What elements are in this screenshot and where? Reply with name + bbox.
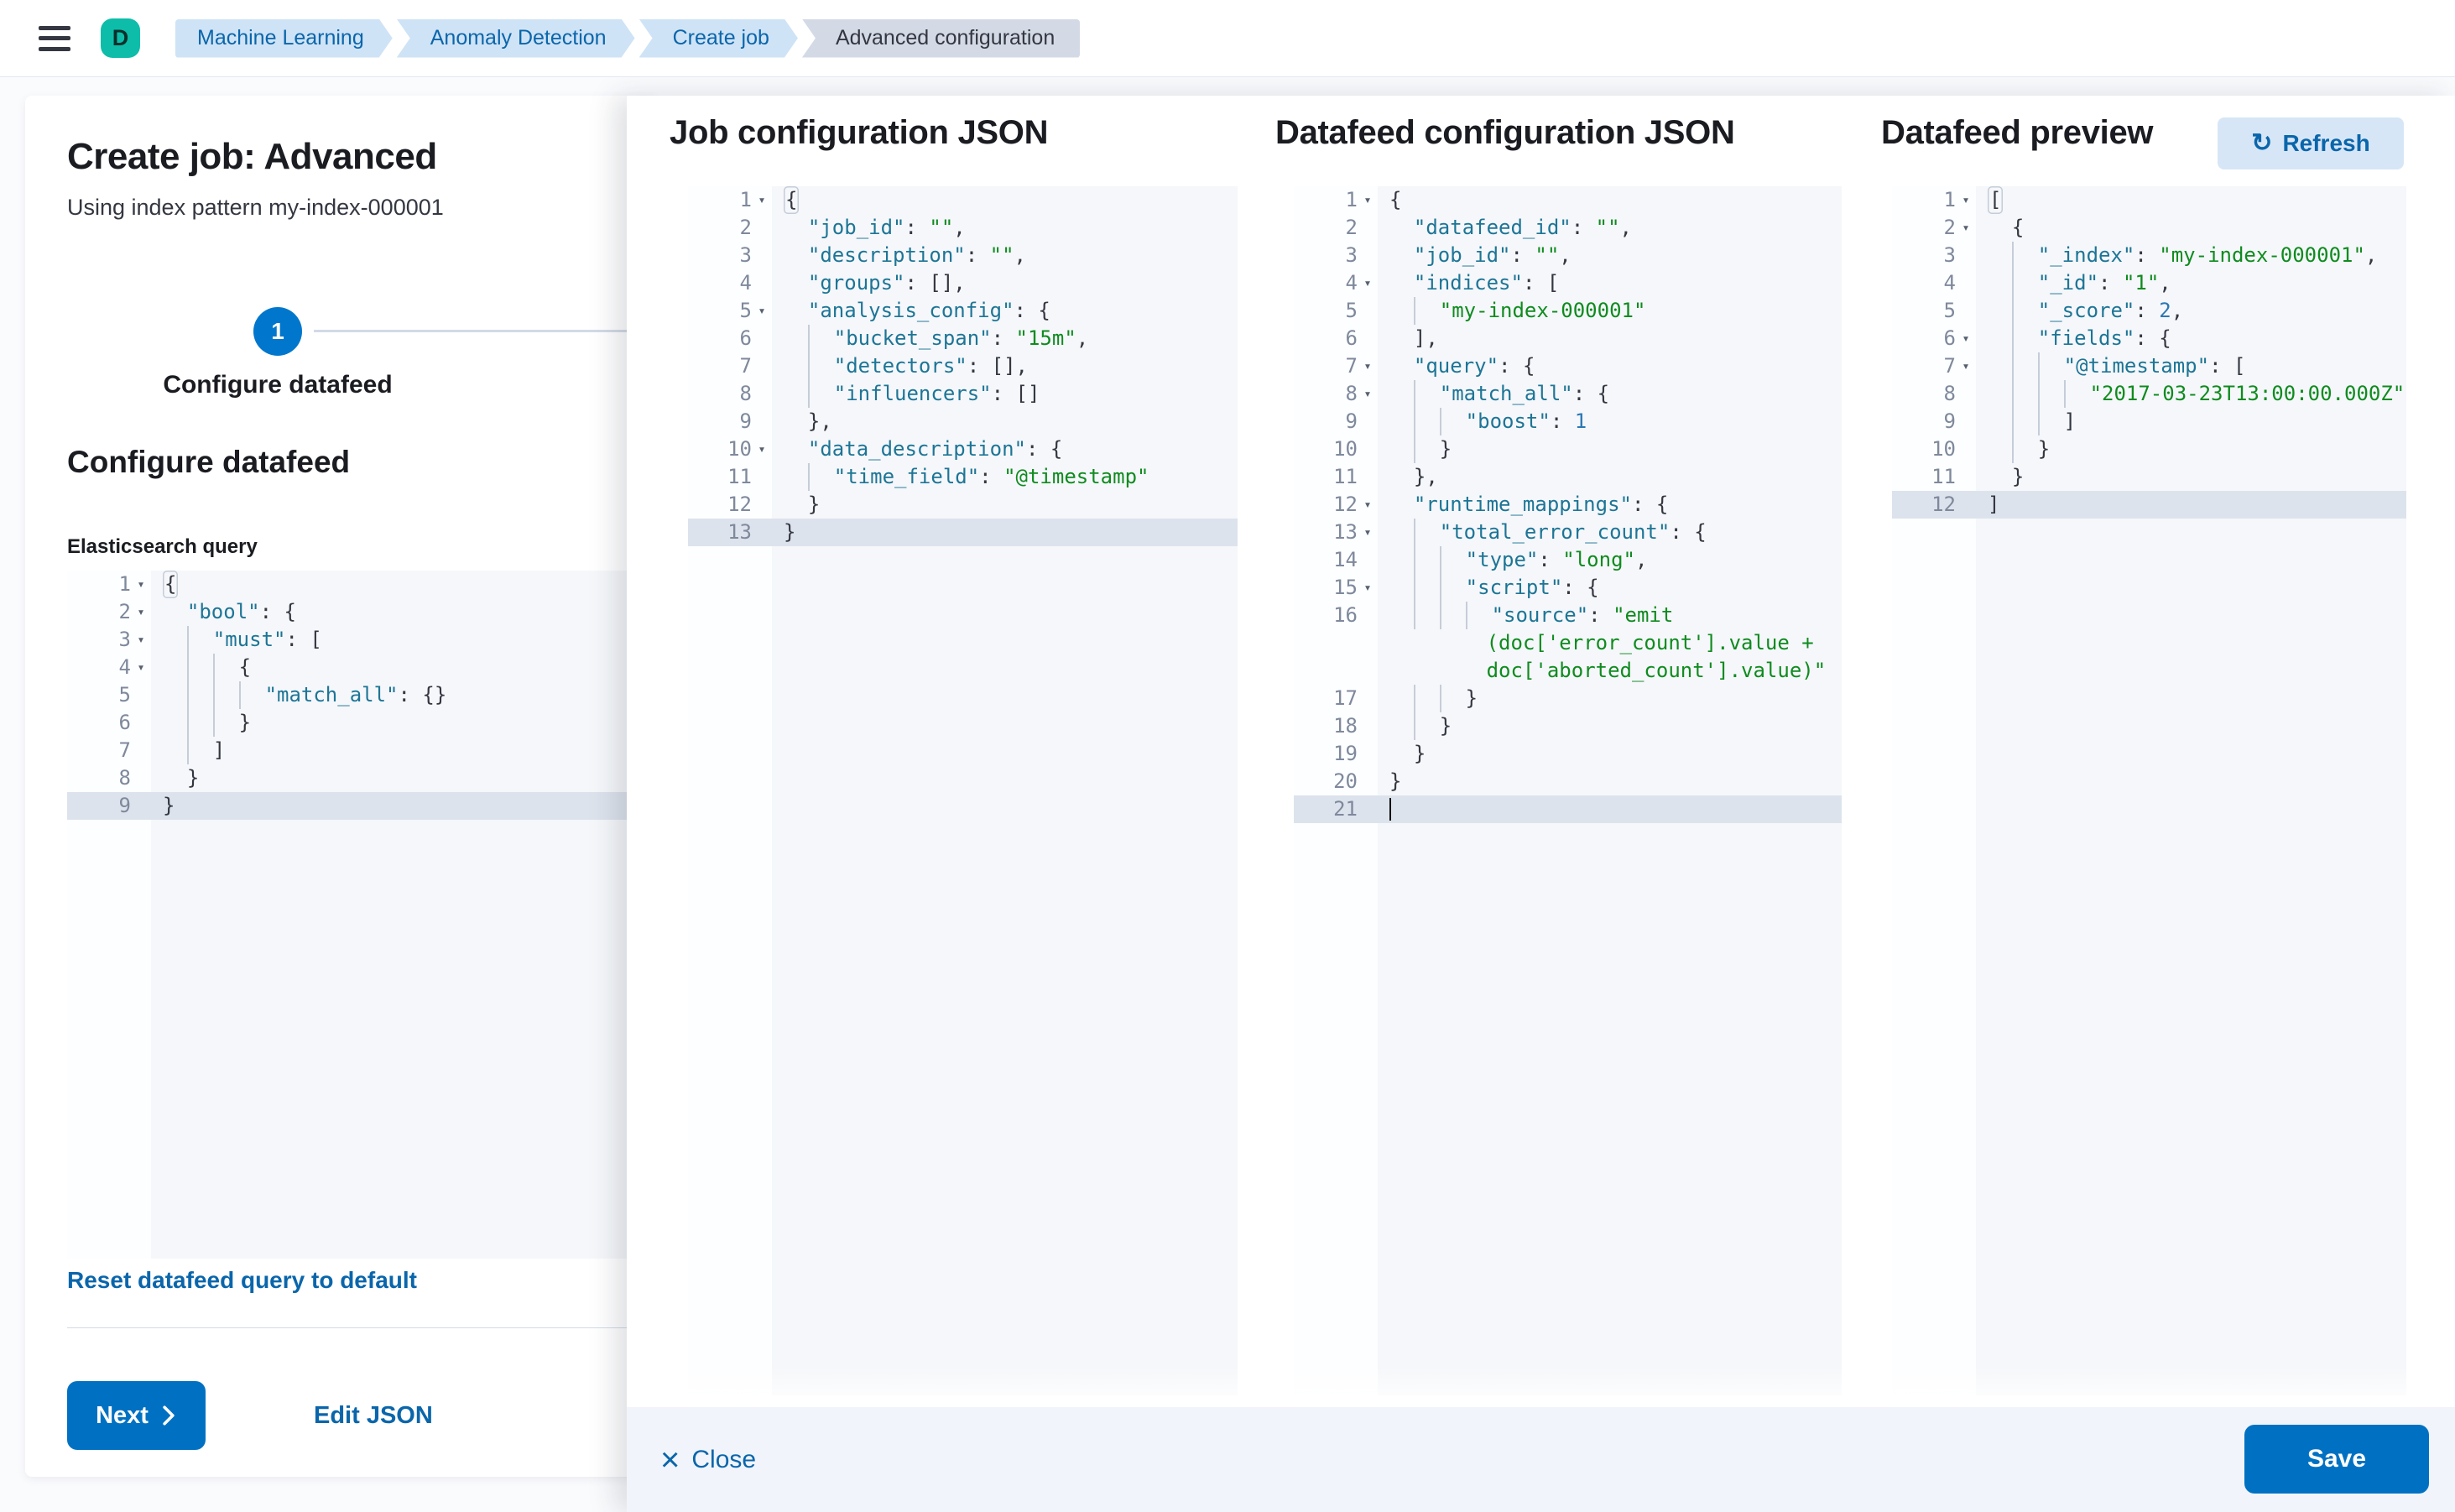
code-line: 8"2017-03-23T13:00:00.000Z" (1892, 380, 2406, 408)
elasticsearch-query-editor[interactable]: 1▾{2▾"bool": { 3▾"must": [4▾{5"match_all"… (67, 571, 646, 1259)
top-header: D Machine Learning Anomaly Detection Cre… (0, 0, 2455, 77)
code-line: 7] (67, 737, 646, 764)
code-line: 6} (67, 709, 646, 737)
chevron-right-icon (163, 1405, 175, 1426)
code-line: 9}, (739, 409, 832, 433)
code-line: 13▾"total_error_count": { (1294, 519, 1842, 546)
code-line: 10} (1892, 435, 2406, 463)
close-button-label: Close (691, 1445, 757, 1473)
code-line: 9] (1892, 408, 2406, 435)
code-line: 8"influencers": [] (688, 380, 1238, 408)
breadcrumb-anomaly-detection[interactable]: Anomaly Detection (397, 19, 635, 58)
code-line: 20} (1333, 769, 1402, 793)
page-title: Create job: Advanced (67, 136, 437, 177)
reset-datafeed-query-link[interactable]: Reset datafeed query to default (67, 1267, 417, 1293)
code-line: 11} (1931, 465, 2025, 488)
code-line: 13} (688, 519, 1238, 546)
code-line: 6], (1345, 326, 1438, 350)
code-line: 1▾[ (1892, 186, 2406, 214)
code-line: 1▾{ (67, 571, 646, 598)
code-line: 1▾{ (688, 186, 1238, 214)
code-line: 9} (67, 792, 646, 820)
breadcrumb: Machine Learning Anomaly Detection Creat… (175, 18, 1084, 58)
code-line: 3"job_id": "", (1345, 243, 1572, 267)
edit-json-link[interactable]: Edit JSON (314, 1402, 433, 1429)
code-line: 1▾{ (1345, 188, 1402, 211)
refresh-button-label: Refresh (2282, 130, 2370, 156)
code-line: 8▾"match_all": { (1294, 380, 1842, 408)
footer-divider (67, 1327, 657, 1328)
breadcrumb-advanced-configuration: Advanced configuration (801, 18, 1081, 58)
code-line: 3"_index": "my-index-000001", (1892, 242, 2406, 269)
code-line: 19} (1333, 742, 1426, 765)
code-line: 2"job_id": "", (739, 216, 966, 239)
refresh-icon: ↻ (2251, 129, 2273, 157)
code-line: (doc['error_count'].value + (1389, 631, 1814, 654)
code-line: 6"bucket_span": "15m", (688, 325, 1238, 352)
code-line: 18} (1294, 712, 1842, 740)
code-line: 9"boost": 1 (1294, 408, 1842, 435)
code-line: 7▾"@timestamp": [ (1892, 352, 2406, 380)
json-flyout: Job configuration JSON Datafeed configur… (627, 96, 2455, 1512)
refresh-button[interactable]: ↻ Refresh (2218, 117, 2404, 169)
code-line: 15▾"script": { (1294, 574, 1842, 602)
datafeed-preview-editor[interactable]: 1▾[2▾{ 3"_index": "my-index-000001",4"_id… (1892, 186, 2406, 1395)
close-button[interactable]: × Close (660, 1441, 757, 1478)
elasticsearch-query-label: Elasticsearch query (67, 535, 258, 558)
code-line: 12] (1892, 491, 2406, 519)
code-line: 7▾"query": { (1345, 354, 1535, 378)
code-line: 5▾"analysis_config": { (739, 299, 1050, 322)
code-line: 6▾"fields": { (1892, 325, 2406, 352)
code-line: 2▾{ (1943, 216, 2025, 239)
code-line: 2"datafeed_id": "", (1345, 216, 1632, 239)
code-line: 11}, (1333, 465, 1438, 488)
step-1-indicator[interactable]: 1 (253, 307, 302, 356)
code-line: 10} (1294, 435, 1842, 463)
code-line: 11"time_field": "@timestamp" (688, 463, 1238, 491)
flyout-footer: × Close Save (627, 1407, 2455, 1512)
code-line: 2▾"bool": { (118, 600, 296, 623)
code-line: 5"match_all": {} (67, 681, 646, 709)
code-line: 14"type": "long", (1294, 546, 1842, 574)
section-heading: Configure datafeed (67, 445, 351, 479)
job-config-editor[interactable]: 1▾{2"job_id": "", 3"description": "", 4"gr… (688, 186, 1238, 1395)
breadcrumb-create-job[interactable]: Create job (639, 19, 798, 58)
save-button[interactable]: Save (2244, 1425, 2429, 1494)
menu-icon[interactable] (39, 25, 70, 51)
bottom-fade (627, 1367, 2455, 1407)
code-line: 10▾"data_description": { (727, 437, 1063, 461)
create-job-panel: Create job: Advanced Using index pattern… (25, 96, 657, 1477)
next-button-label: Next (96, 1401, 149, 1429)
code-line: doc['aborted_count'].value)" (1389, 659, 1827, 682)
next-button[interactable]: Next (67, 1381, 206, 1450)
code-line: 3"description": "", (739, 243, 1026, 267)
user-avatar[interactable]: D (101, 18, 140, 58)
code-line: 5"_score": 2, (1892, 297, 2406, 325)
code-line: 3▾"must": [ (67, 626, 646, 654)
code-line: 12▾"runtime_mappings": { (1333, 493, 1669, 516)
step-progress-line (314, 330, 657, 332)
code-line: 4▾"indices": [ (1345, 271, 1560, 295)
breadcrumb-machine-learning[interactable]: Machine Learning (175, 19, 393, 58)
page-subtitle: Using index pattern my-index-000001 (67, 195, 444, 220)
datafeed-config-title: Datafeed configuration JSON (1275, 114, 1735, 151)
job-config-title: Job configuration JSON (670, 114, 1049, 151)
code-line: 17} (1294, 685, 1842, 712)
code-line: 21 (1294, 795, 1842, 823)
datafeed-preview-title: Datafeed preview (1881, 114, 2154, 151)
code-line: 16"source": "emit (1294, 602, 1842, 629)
step-1-label: Configure datafeed (163, 371, 393, 399)
code-line: 4"_id": "1", (1892, 269, 2406, 297)
code-line: 4"groups": [], (739, 271, 966, 295)
code-line: 8} (118, 766, 200, 790)
code-line: 12} (727, 493, 821, 516)
code-line: 7"detectors": [], (688, 352, 1238, 380)
close-icon: × (660, 1441, 680, 1478)
datafeed-config-editor[interactable]: 1▾{ 2"datafeed_id": "", 3"job_id": "", 4▾"i… (1294, 186, 1842, 1395)
code-line: 5"my-index-000001" (1294, 297, 1842, 325)
code-line: 4▾{ (67, 654, 646, 681)
